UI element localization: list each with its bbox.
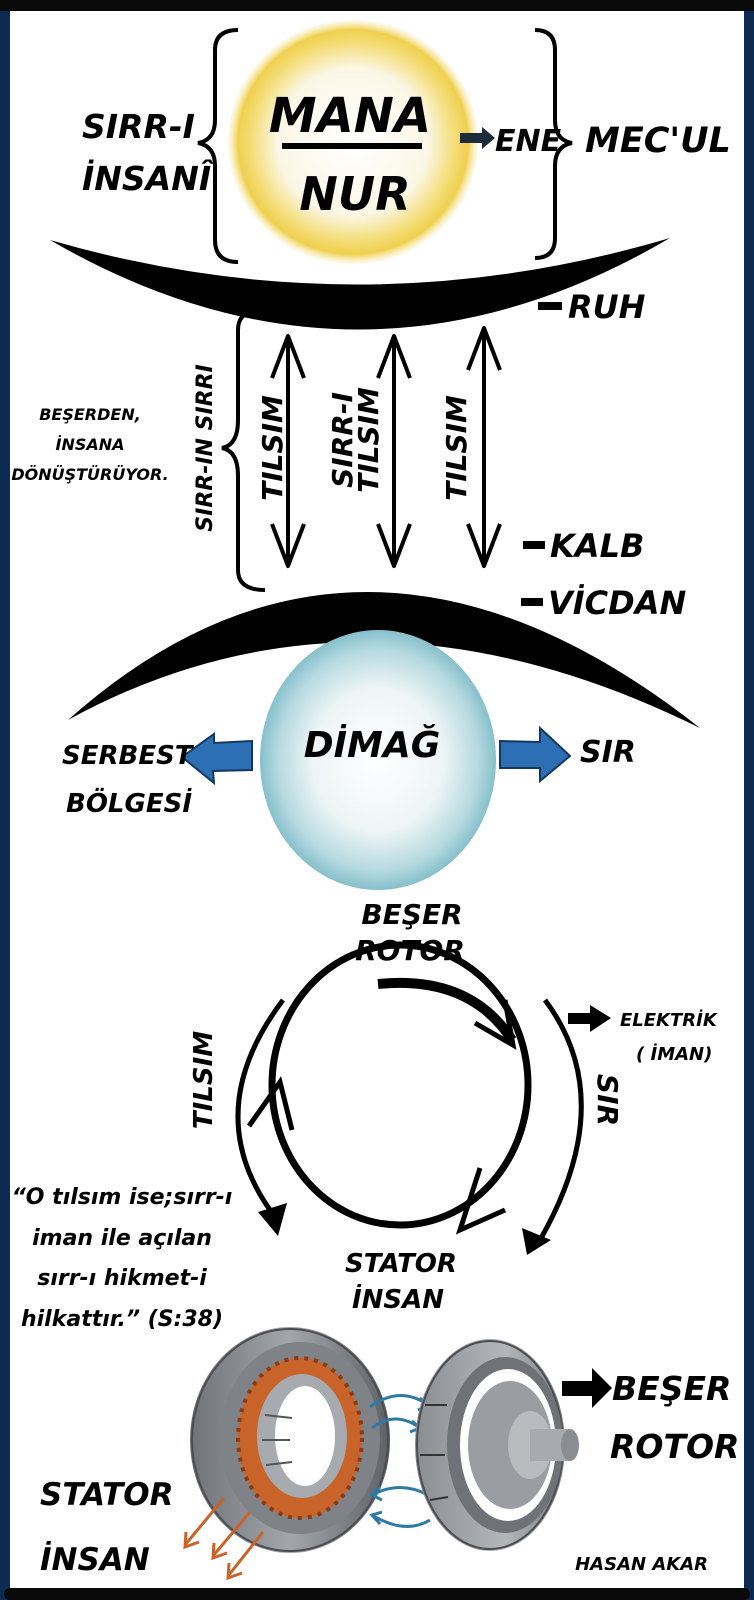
serbest-label: SERBEST: [62, 741, 195, 771]
elektrik-label: ELEKTRİK: [620, 1009, 719, 1031]
mana-label: MANA: [269, 88, 431, 144]
level-ruh: RUH: [568, 288, 646, 326]
tilsim-label-3: TILSIM: [440, 395, 473, 501]
right-brace: [534, 28, 573, 260]
left-border: [0, 0, 10, 1600]
rotor-output-arrow-icon: [562, 1368, 612, 1408]
side-note-line2: İNSANA: [55, 435, 124, 454]
side-note-line1: BEŞERDEN,: [39, 405, 141, 424]
bottom-border: [4, 1588, 750, 1600]
dimag-circle: [260, 630, 496, 890]
tilsim-label-2: TILSIM: [352, 387, 385, 493]
mecul-label: MEC'UL: [585, 121, 731, 161]
top-border: [0, 0, 754, 11]
rotor-label-line2: ROTOR: [610, 1427, 739, 1466]
sirr-i-insani-line2: İNSANÎ: [82, 158, 214, 198]
ene-arrow-icon: [460, 127, 495, 149]
mana-nur-circle: [228, 20, 478, 264]
beser-rotor-line1: BEŞER: [361, 898, 462, 931]
ene-label: ENE: [495, 124, 562, 159]
sirr-brace: [221, 308, 266, 592]
quote-line4: hilkattır.” (S:38): [21, 1307, 223, 1332]
sir-label-right: SIR: [580, 735, 636, 770]
elektrik-arrow-icon: [568, 1005, 611, 1032]
cycle-sir-label: SIR: [591, 1074, 624, 1126]
stator-illustration: [190, 1327, 390, 1553]
stator-insan-line1: STATOR: [345, 1249, 457, 1279]
loop-arrow-bottom-icon: [455, 1167, 507, 1235]
sirr-i-insani-line1: SIRR-I: [82, 107, 195, 146]
side-note-line3: DÖNÜŞTÜRÜYOR.: [11, 465, 168, 484]
loop-arrow-left-icon: [246, 1076, 295, 1131]
double-arrow-1: [270, 334, 306, 568]
author-label: HASAN AKAR: [575, 1554, 708, 1575]
stator-label-line2: İNSAN: [40, 1542, 150, 1578]
quote-line1: “O tılsım ise;sırr-ı: [12, 1185, 233, 1210]
outer-left-arrowhead-icon: [258, 1203, 287, 1236]
top-crescent: [50, 238, 670, 330]
cycle-thick-segment: [377, 977, 517, 1043]
cycle-tilsim-label: TILSIM: [189, 1031, 219, 1129]
quote-line2: iman ile açılan: [32, 1226, 212, 1251]
stator-label-line1: STATOR: [40, 1477, 173, 1513]
vicdan-dash: [521, 598, 543, 606]
rotor-illustration: [415, 1339, 579, 1551]
rotor-label-line1: BEŞER: [612, 1369, 731, 1408]
lower-crescent: [68, 591, 700, 728]
double-arrow-2: [376, 334, 412, 568]
nur-label: NUR: [299, 167, 410, 221]
sirr-in-sirri-label: SIRR-IN SIRRI: [193, 364, 218, 531]
kalb-dash: [523, 541, 545, 549]
outer-right-arc: [537, 998, 584, 1242]
dimag-label: DİMAĞ: [304, 724, 441, 766]
quote-line3: sırr-ı hikmet-i: [37, 1266, 207, 1291]
left-brace: [197, 28, 239, 264]
double-arrow-3: [466, 326, 502, 568]
iman-label: ( İMAN): [636, 1043, 712, 1065]
bolgesi-label: BÖLGESİ: [66, 786, 192, 819]
stator-insan-line2: İNSAN: [352, 1283, 444, 1315]
outer-right-arrowhead-icon: [522, 1228, 551, 1255]
level-vicdan: VİCDAN: [548, 584, 686, 622]
ruh-dash: [538, 302, 562, 310]
tilsim-label-1: TILSIM: [256, 395, 289, 501]
stator-input-arrows-icon: [183, 1497, 265, 1581]
loop-arrow-top-icon: [473, 999, 517, 1050]
fraction-line: [282, 143, 422, 149]
right-border: [744, 0, 754, 1600]
sirr-i-label: SIRR-I: [326, 392, 359, 488]
flux-arrows-icon: [369, 1394, 431, 1528]
left-blue-arrow-icon: [180, 732, 253, 786]
right-blue-arrow-icon: [499, 725, 572, 784]
cycle-inner-loop: [268, 941, 532, 1229]
level-kalb: KALB: [550, 527, 644, 565]
outer-left-arc: [235, 998, 285, 1212]
